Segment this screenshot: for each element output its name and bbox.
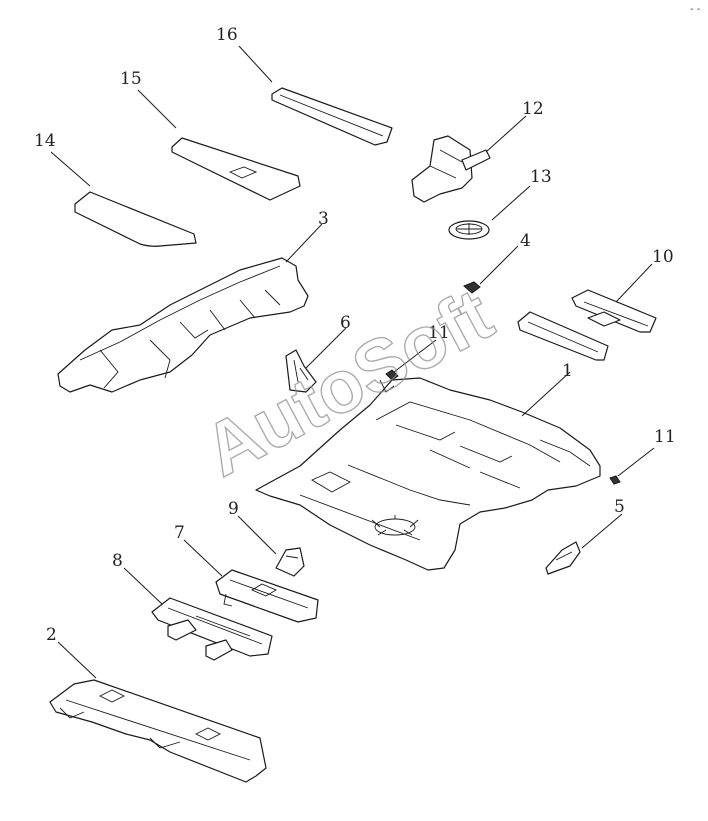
part-13-grommet[interactable] [448,220,490,240]
part-16-insulation-pad[interactable] [271,87,393,146]
callout-11b: 11 [654,427,676,447]
leader-lines [50,45,655,679]
part-9-bracket[interactable] [275,547,305,577]
callout-16: 16 [216,25,238,45]
callouts: 16 15 14 3 12 13 4 10 6 11 1 11 5 9 7 8 … [34,25,676,645]
part-11-fastener-b[interactable] [609,475,621,485]
part-5-bracket[interactable] [545,541,581,575]
callout-8: 8 [112,551,123,571]
callout-4: 4 [520,231,531,251]
part-10-cross-member[interactable] [517,289,657,361]
callout-9: 9 [228,499,239,519]
callout-14: 14 [34,131,56,151]
part-11-fastener-a[interactable] [385,369,399,381]
callout-7: 7 [174,523,185,543]
part-6-bracket[interactable] [285,349,317,393]
part-4-clip[interactable] [463,281,481,294]
callout-6: 6 [340,313,351,333]
part-1-rear-floor-panel[interactable] [255,377,601,571]
part-3-side-member[interactable] [57,257,309,393]
callout-10: 10 [652,247,674,267]
corner-mark: - - [690,4,701,15]
part-12-bracket[interactable] [411,135,491,203]
callout-11a: 11 [428,323,450,343]
callout-2: 2 [46,625,57,645]
callout-15: 15 [120,69,142,89]
part-7-cross-member[interactable] [215,569,319,623]
part-8-cross-member[interactable] [151,597,273,661]
part-14-insulation-pad[interactable] [74,191,197,247]
callout-3: 3 [318,209,329,229]
part-2-front-cross-member[interactable] [49,679,267,783]
part-15-insulation-pad[interactable] [171,137,301,201]
callout-1: 1 [562,361,573,381]
callout-13: 13 [530,167,552,187]
callout-12: 12 [522,99,544,119]
callout-5: 5 [614,497,625,517]
